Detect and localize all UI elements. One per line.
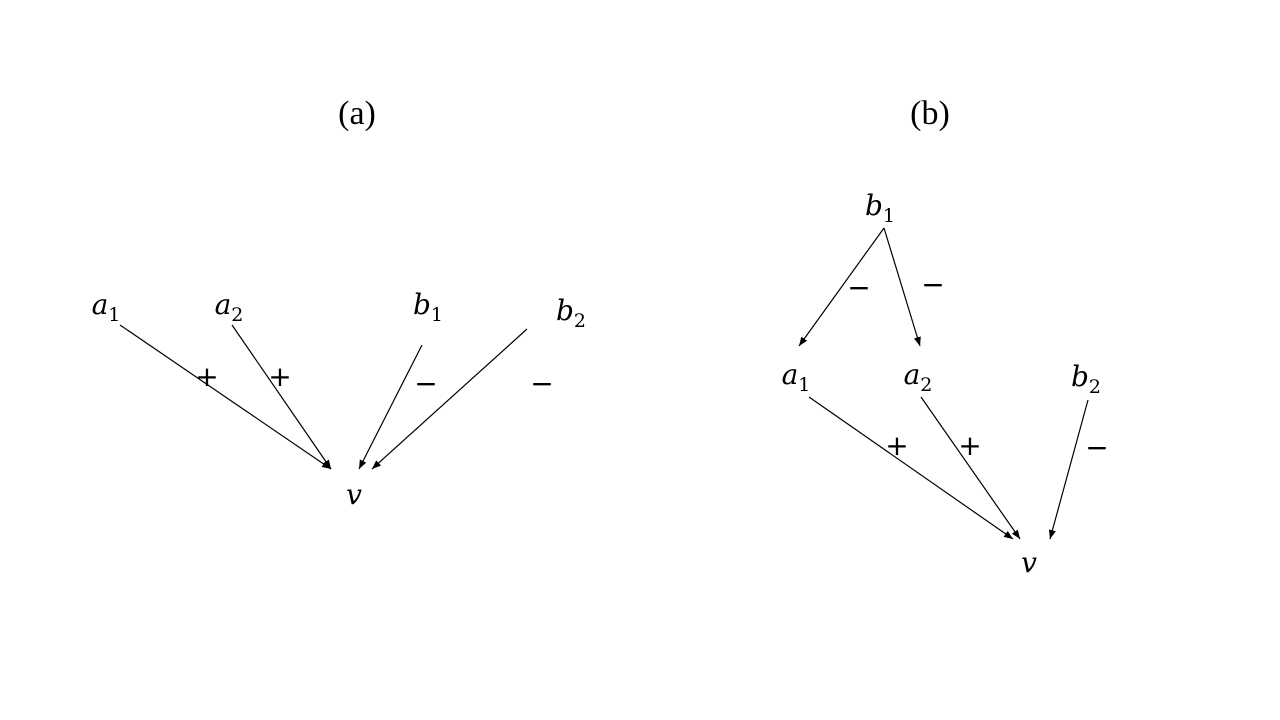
- panel-a-edge-sign-b1-to-v: −: [414, 367, 437, 400]
- panel-b-title: (b): [910, 95, 950, 132]
- panel-b-edge-a2-to-v: [920, 396, 1021, 540]
- panel-b-node-a1: a1: [782, 358, 811, 396]
- node-symbol: b: [556, 294, 574, 327]
- panel-a-edge-sign-b2-to-v: −: [530, 367, 553, 400]
- panel-b-edge-sign-a1-to-v: +: [885, 429, 908, 462]
- panel-a-edge-a2-to-v: [231, 324, 332, 470]
- panel-b-edge-a1-to-v: [808, 396, 1014, 540]
- node-symbol: b: [1071, 360, 1089, 393]
- panel-a-node-a2: a2: [215, 288, 244, 326]
- panel-a-edge-b2-to-v: [371, 328, 528, 470]
- node-symbol: a: [904, 358, 921, 391]
- panel-b-node-b1: b1: [865, 189, 895, 227]
- node-subscript: 2: [1089, 376, 1101, 398]
- panel-a-node-v: v: [346, 478, 362, 511]
- panel-a-node-b2: b2: [556, 294, 586, 332]
- panel-a-edge-a1-to-v: [119, 324, 332, 470]
- panel-b-edge-b1-to-a2: [883, 227, 921, 347]
- panel-b-node-v: v: [1021, 546, 1037, 579]
- panel-a-edge-sign-a1-to-v: +: [195, 360, 218, 393]
- panel-b-edge-b2-to-v: [1048, 399, 1089, 540]
- panel-b-node-a2: a2: [904, 358, 933, 396]
- panel-b-edge-b1-to-a1: [798, 227, 885, 347]
- node-subscript: 2: [231, 304, 243, 326]
- panel-a-node-a1: a1: [92, 288, 121, 326]
- node-subscript: 1: [108, 304, 120, 326]
- panel-a-title: (a): [338, 95, 376, 132]
- panel-b-edge-sign-b2-to-v: −: [1085, 431, 1108, 464]
- node-symbol: b: [865, 189, 883, 222]
- panel-b-edge-sign-b1-to-a1: −: [847, 271, 870, 304]
- edges-layer: [119, 227, 1089, 540]
- panel-b-node-b2: b2: [1071, 360, 1101, 398]
- panel-b-edge-sign-b1-to-a2: −: [921, 268, 944, 301]
- panel-a-edge-b1-to-v: [358, 344, 423, 470]
- panel-a-edge-sign-a2-to-v: +: [268, 360, 291, 393]
- panel-a-node-b1: b1: [413, 288, 443, 326]
- node-symbol: b: [413, 288, 431, 321]
- node-subscript: 1: [798, 374, 810, 396]
- node-symbol: v: [1021, 546, 1037, 579]
- panel-b-edge-sign-a2-to-v: +: [958, 429, 981, 462]
- node-symbol: a: [92, 288, 109, 321]
- node-subscript: 1: [431, 304, 443, 326]
- node-subscript: 2: [920, 374, 932, 396]
- node-symbol: a: [782, 358, 799, 391]
- node-symbol: a: [215, 288, 232, 321]
- node-symbol: v: [346, 478, 362, 511]
- node-subscript: 2: [574, 310, 586, 332]
- node-subscript: 1: [883, 205, 895, 227]
